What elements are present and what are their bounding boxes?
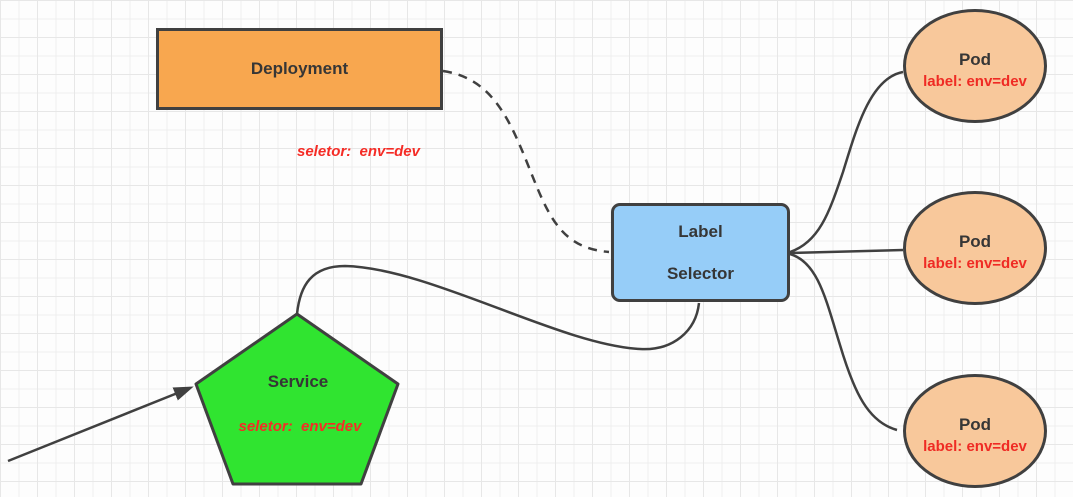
edge-service-to-selector	[295, 264, 701, 351]
node-pod-1: Pod label: env=dev	[903, 9, 1047, 123]
label-selector-line2: Selector	[666, 263, 735, 283]
pod-3-label: Pod	[958, 415, 992, 434]
pod-1-label: Pod	[958, 50, 992, 69]
service-label: Service	[267, 372, 329, 391]
deployment-selector-annotation: seletor: env=dev	[297, 143, 420, 160]
edge-selector-to-pod-3	[789, 252, 898, 432]
node-service-pentagon	[194, 312, 400, 486]
pod-2-label: Pod	[958, 232, 992, 251]
pod-3-sublabel: label: env=dev	[923, 438, 1027, 455]
deployment-label: Deployment	[250, 59, 349, 78]
edge-deployment-to-selector	[442, 69, 610, 254]
label-selector-line1: Label	[678, 221, 723, 241]
edge-selector-to-pod-2	[789, 248, 904, 255]
edge-selector-to-pod-1	[789, 70, 904, 254]
arrow-into-service	[7, 386, 194, 463]
node-deployment: Deployment	[156, 28, 443, 110]
node-pod-2: Pod label: env=dev	[903, 191, 1047, 305]
pod-1-sublabel: label: env=dev	[923, 73, 1027, 90]
node-pod-3: Pod label: env=dev	[903, 374, 1047, 488]
pod-2-sublabel: label: env=dev	[923, 255, 1027, 272]
service-selector-annotation: seletor: env=dev	[238, 418, 362, 435]
node-label-selector: Label Selector	[611, 203, 790, 302]
